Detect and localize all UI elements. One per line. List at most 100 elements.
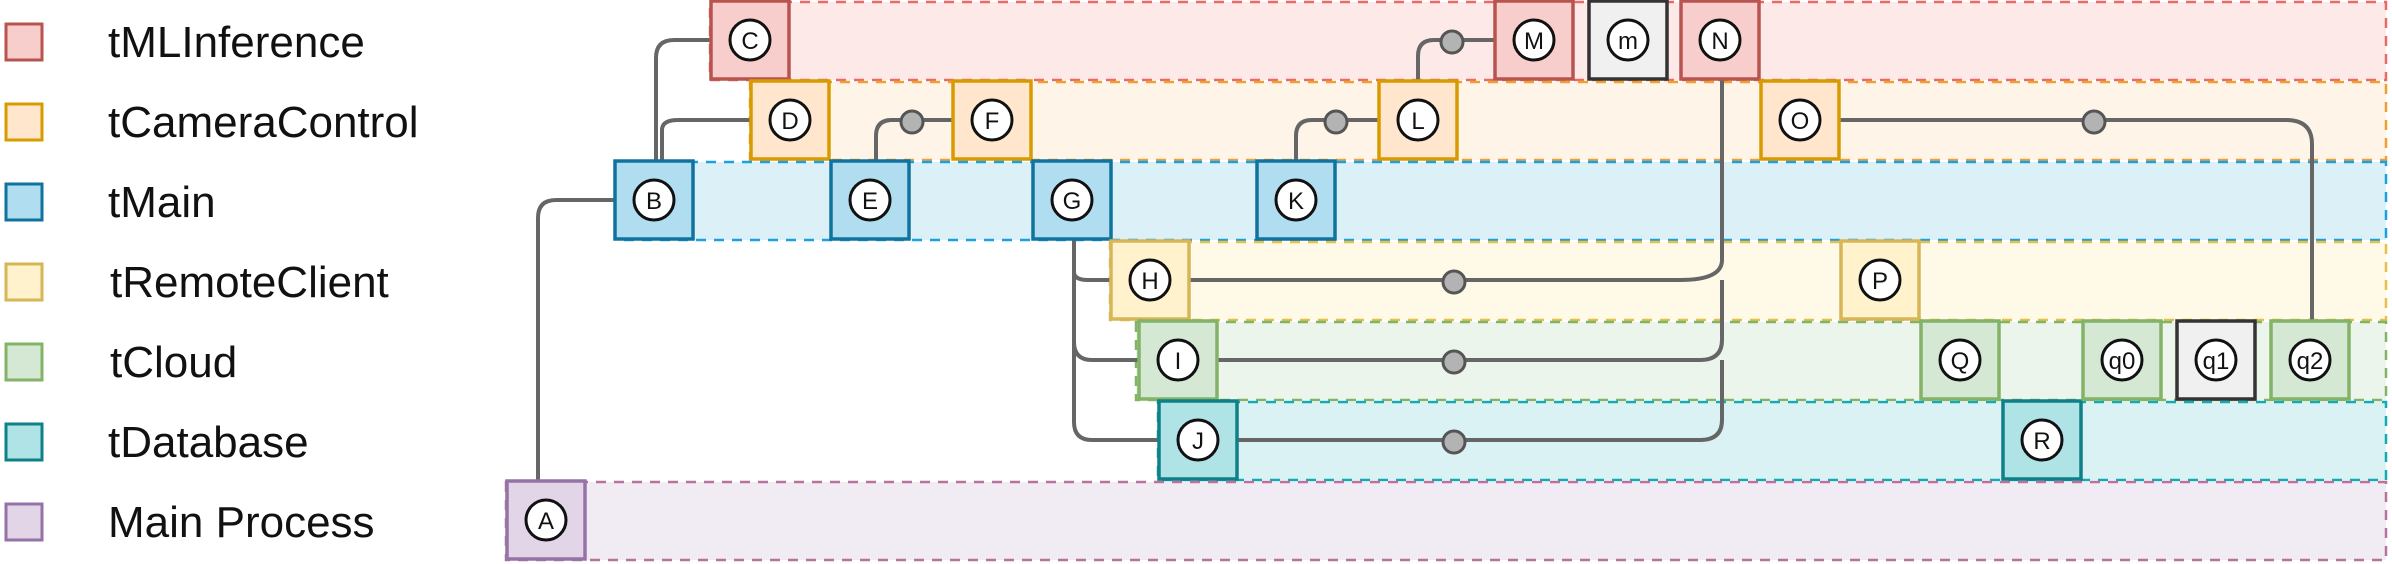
connector-b-c [654,38,710,160]
node-circle [1176,418,1220,462]
node-Q[interactable]: Q [1919,319,2001,401]
legend-label: tRemoteClient [110,258,389,307]
node-label: Q [1951,348,1970,375]
legend-swatch [4,182,44,222]
node-F[interactable]: F [951,79,1033,161]
node-label: D [781,108,798,135]
connector-b-d [660,118,750,160]
node-circle [2194,338,2238,382]
connector-g-h [1072,240,1110,282]
legend-item-tmlinference: tMLInference [4,18,365,67]
connector-l-m [1416,38,1494,80]
node-circle [848,178,892,222]
node-m[interactable]: m [1587,0,1669,81]
node-circle [1858,258,1902,302]
node-H[interactable]: H [1109,239,1191,321]
node-box [1587,0,1669,81]
node-C[interactable]: C [709,0,791,81]
node-circle [1396,98,1440,142]
legend-label: tCloud [110,338,237,387]
node-circle [1938,338,1982,382]
connector-e-f [874,118,952,160]
connector-j-n [1238,360,1724,442]
node-D[interactable]: D [749,79,831,161]
connector-h-n [1190,80,1724,282]
node-q1[interactable]: q1 [2175,319,2257,401]
node-circle [1156,338,1200,382]
connector-dot [1441,349,1467,375]
node-circle [1512,18,1556,62]
legend-item-tcloud: tCloud [4,338,237,387]
node-label: m [1618,28,1638,55]
node-I[interactable]: I [1137,319,1219,401]
node-label: O [1791,108,1810,135]
node-circle [1050,178,1094,222]
node-E[interactable]: E [829,159,911,241]
connector-k-l [1294,118,1378,160]
connector-dot [2081,109,2107,135]
node-circle [1606,18,1650,62]
node-A[interactable]: A [505,479,587,561]
legend-swatch [4,22,44,62]
connector-dot [1323,109,1349,135]
connector-dot [899,109,925,135]
node-label: q2 [2297,348,2324,375]
connector-dot [1439,29,1465,55]
node-circle [728,18,772,62]
legend-swatch [4,342,44,382]
legend-swatch [4,262,44,302]
node-label: H [1141,268,1158,295]
node-circle [524,498,568,542]
connectors [536,29,2314,480]
node-G[interactable]: G [1031,159,1113,241]
node-label: q0 [2109,348,2136,375]
legend-swatch [4,422,44,462]
node-q2[interactable]: q2 [2269,319,2351,401]
connector-a-b [536,198,614,480]
node-N[interactable]: N [1679,0,1761,81]
node-label: L [1411,108,1424,135]
legend-label: tMain [108,178,216,227]
legend-swatch [4,502,44,542]
connector-dot [1441,269,1467,295]
node-K[interactable]: K [1255,159,1337,241]
node-label: G [1063,188,1082,215]
node-P[interactable]: P [1839,239,1921,321]
node-circle [768,98,812,142]
node-circle [2288,338,2332,382]
legend-item-tcameracontrol: tCameraControl [4,98,419,147]
node-label: F [985,108,1000,135]
connector-dot [1441,429,1467,455]
node-label: q1 [2203,348,2230,375]
node-circle [1778,98,1822,142]
node-circle [970,98,1014,142]
legend: tMLInference tCameraControl tMain tRemoteCl… [4,18,419,547]
legend-item-main-process: Main Process [4,498,375,547]
node-R[interactable]: R [2001,399,2083,481]
node-M[interactable]: M [1493,0,1575,81]
node-q0[interactable]: q0 [2081,319,2163,401]
node-label: M [1524,28,1544,55]
node-circle [1698,18,1742,62]
legend-item-tremoteclient: tRemoteClient [4,258,389,307]
node-box [951,79,1033,161]
legend-item-tdatabase: tDatabase [4,418,309,467]
connector-g-j [1072,240,1158,442]
node-circle [2100,338,2144,382]
node-L[interactable]: L [1377,79,1459,161]
node-O[interactable]: O [1759,79,1841,161]
node-label: B [646,188,662,215]
node-label: R [2033,428,2050,455]
legend-label: tDatabase [108,418,309,467]
node-label: I [1175,348,1182,375]
node-B[interactable]: B [613,159,695,241]
lane-main-process [504,480,2388,562]
node-label: N [1711,28,1728,55]
node-J[interactable]: J [1157,399,1239,481]
node-circle [1128,258,1172,302]
node-label: E [862,188,878,215]
node-label: A [538,508,554,535]
legend-swatch [4,102,44,142]
